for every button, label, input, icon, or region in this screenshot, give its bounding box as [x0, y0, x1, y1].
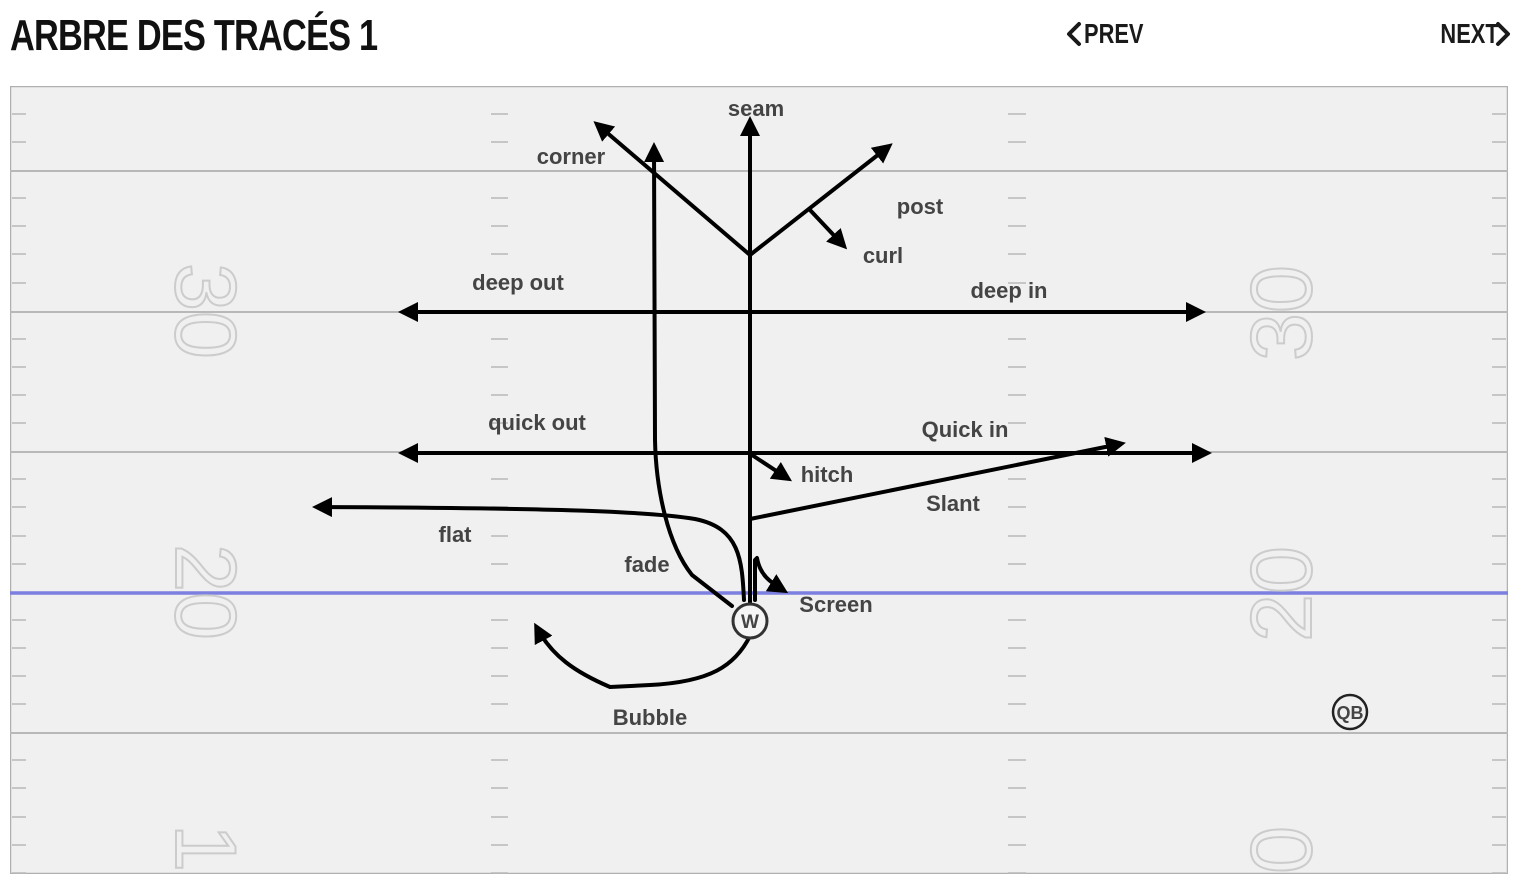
- hitch-route: [750, 453, 793, 482]
- route-label-flat: flat: [439, 522, 473, 547]
- route-label-curl: curl: [863, 243, 903, 268]
- receiver-player[interactable]: W: [731, 602, 769, 640]
- route-label-screen: Screen: [799, 592, 872, 617]
- route-label-fade: fade: [624, 552, 669, 577]
- page-title: ARBRE DES TRACÉS 1: [10, 11, 378, 60]
- next-label: NEXT: [1440, 18, 1499, 49]
- field-border: [10, 86, 1508, 874]
- prev-button[interactable]: PREV: [1064, 14, 1160, 54]
- yard-number: 30: [1234, 265, 1330, 361]
- route-label-bubble: Bubble: [613, 705, 688, 730]
- next-button[interactable]: NEXT: [1424, 14, 1513, 54]
- route-label-hitch: hitch: [801, 462, 854, 487]
- receiver-marker: [731, 602, 769, 640]
- route-label-quick-in: Quick in: [922, 417, 1009, 442]
- yard-number: 20: [1234, 546, 1330, 642]
- routes: [312, 116, 1212, 689]
- route-label-seam: seam: [728, 96, 784, 121]
- route-label-post: post: [897, 194, 944, 219]
- bubble-route: [534, 622, 752, 689]
- corner-route: [593, 121, 752, 257]
- yard-number: 0: [1234, 826, 1330, 874]
- prev-label: PREV: [1084, 18, 1144, 49]
- quarterback-label: QB: [1337, 703, 1364, 723]
- quarterback-marker: [1331, 693, 1369, 731]
- post-route: [748, 143, 893, 257]
- route-label-deep-out: deep out: [472, 270, 564, 295]
- fade-route: [644, 142, 734, 608]
- header: ARBRE DES TRACÉS 1 PREV NEXT: [0, 0, 1528, 86]
- yard-number: 30: [157, 263, 253, 359]
- slant-route: [748, 436, 1126, 521]
- route-label-slant: Slant: [926, 491, 980, 516]
- yard-number: 20: [157, 544, 253, 640]
- flat-route: [312, 497, 746, 602]
- football-field: 30 30 20 20 1 0 seam corner post curl de: [10, 86, 1508, 874]
- route-label-quick-out: quick out: [488, 410, 586, 435]
- hash-marks: [12, 113, 1506, 874]
- receiver-label: W: [741, 612, 759, 633]
- yard-number: 1: [157, 824, 253, 872]
- field-background: [10, 86, 1508, 874]
- chevron-right-icon: [1495, 22, 1510, 46]
- screen-route: [753, 556, 789, 602]
- quarterback-player[interactable]: QB: [1331, 693, 1369, 731]
- curl-route: [808, 208, 848, 250]
- chevron-left-icon: [1067, 22, 1081, 46]
- route-label-deep-in: deep in: [970, 278, 1047, 303]
- route-tree-diagram: 30 30 20 20 1 0 seam corner post curl de: [10, 86, 1508, 874]
- route-label-corner: corner: [537, 144, 606, 169]
